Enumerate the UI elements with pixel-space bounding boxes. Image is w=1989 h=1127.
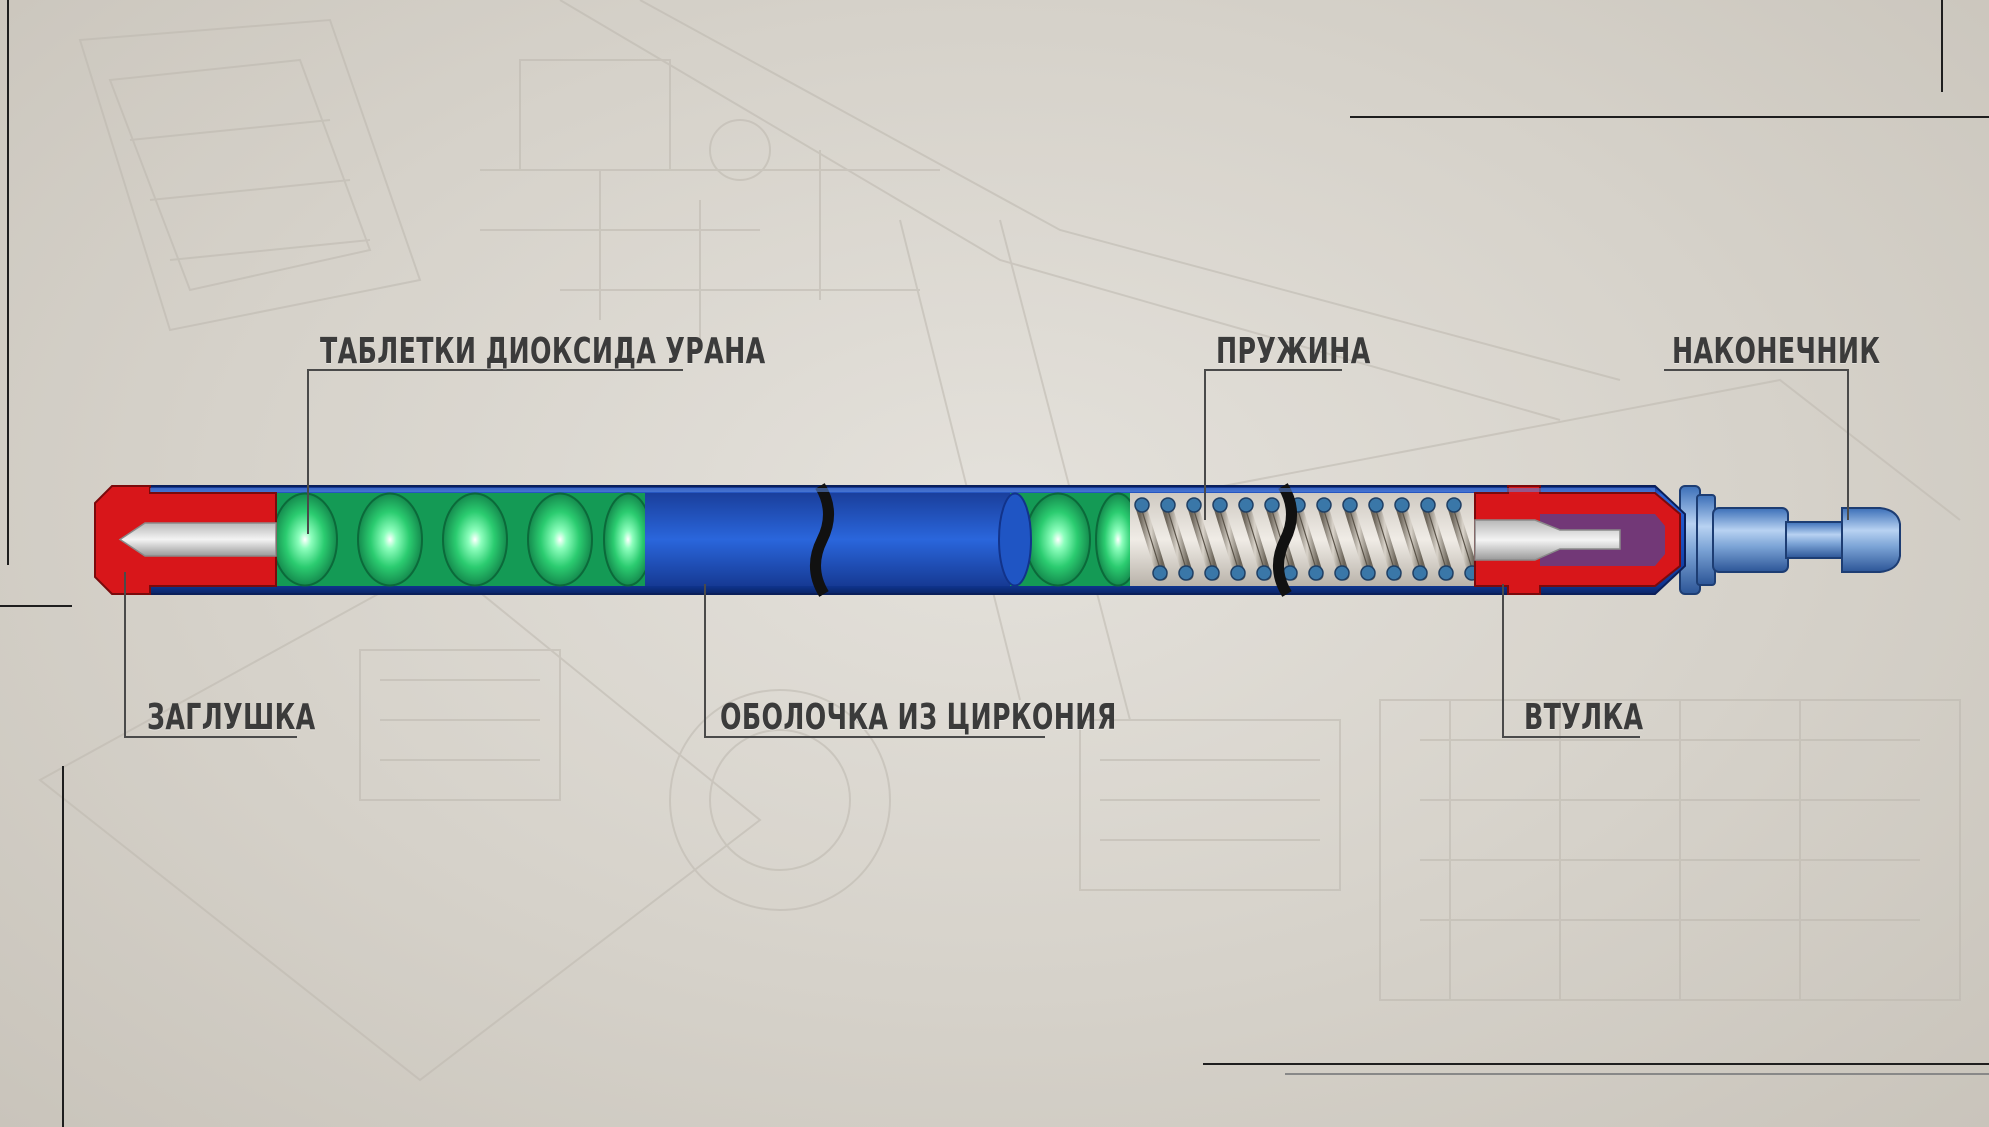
label-tip: НАКОНЕЧНИК	[1672, 331, 1881, 372]
end-plug	[94, 485, 277, 595]
leader-lines	[124, 369, 1849, 738]
spring-coil-end	[1308, 565, 1324, 581]
spring-coil-end	[1334, 565, 1350, 581]
leader-sleeve	[1502, 584, 1640, 738]
spring-coil-end	[1204, 565, 1220, 581]
spring-coil-end	[1186, 497, 1202, 513]
leader-cladding	[704, 584, 1045, 738]
leader-plug	[124, 572, 297, 738]
spring-coil-end	[1212, 497, 1228, 513]
break-marks	[810, 483, 1297, 597]
tip-assembly	[1679, 485, 1901, 595]
spring-coil-end	[1134, 497, 1150, 513]
spring-coil-edge	[1347, 503, 1371, 576]
leader-pellets	[307, 369, 683, 534]
spring-coil-edge	[1399, 503, 1423, 576]
spring-coil-end	[1464, 565, 1475, 581]
spring-coil-edge	[1191, 503, 1215, 576]
spring-coil-edge	[1295, 503, 1319, 576]
spring-coil-end	[1412, 565, 1428, 581]
spring-coil-edge	[1373, 503, 1397, 576]
spring-coil-edge	[1321, 503, 1345, 576]
spring-coil-end	[1420, 497, 1436, 513]
spring-coil-end	[1238, 497, 1254, 513]
spring-coil-end	[1368, 497, 1384, 513]
spring-coil-edge	[1451, 503, 1475, 576]
spring-coil-end	[1264, 497, 1280, 513]
spring-coil-end	[1386, 565, 1402, 581]
label-pellets: ТАБЛЕТКИ ДИОКСИДА УРАНА	[320, 331, 766, 372]
spring-coil-edge	[1243, 503, 1267, 576]
spring-coil-edge	[1139, 503, 1163, 576]
spring-coil-end	[1230, 565, 1246, 581]
label-cladding: ОБОЛОЧКА ИЗ ЦИРКОНИЯ	[720, 697, 1117, 738]
spring-coil-edge	[1425, 503, 1449, 576]
spring-coil-end	[1178, 565, 1194, 581]
spring-coil-end	[1394, 497, 1410, 513]
spring-coil-end	[1256, 565, 1272, 581]
spring	[1130, 493, 1475, 586]
label-plug: ЗАГЛУШКА	[147, 697, 316, 738]
spring-coil-end	[1316, 497, 1332, 513]
sleeve	[1474, 485, 1681, 595]
spring-coil-edge	[1217, 503, 1241, 576]
spring-coil-end	[1342, 497, 1358, 513]
spring-coil-end	[1438, 565, 1454, 581]
label-spring: ПРУЖИНА	[1216, 331, 1371, 372]
spring-coil-end	[1360, 565, 1376, 581]
leader-spring	[1204, 369, 1342, 520]
uranium-pellets	[272, 492, 1141, 587]
spring-coil-end	[1152, 565, 1168, 581]
leader-tip	[1664, 369, 1849, 520]
spring-coil-end	[1446, 497, 1462, 513]
spring-coil-end	[1160, 497, 1176, 513]
label-sleeve: ВТУЛКА	[1524, 697, 1644, 738]
spring-coil-edge	[1165, 503, 1189, 576]
